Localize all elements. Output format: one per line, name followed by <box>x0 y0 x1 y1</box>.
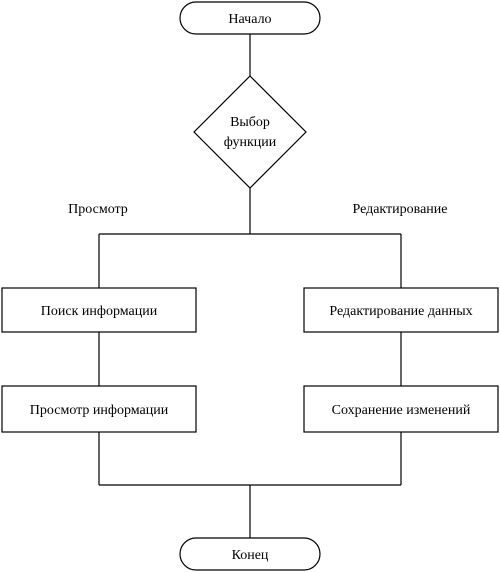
decision-label-line2: функции <box>224 135 277 150</box>
process-left-step1-label: Поиск информации <box>41 304 158 319</box>
start-terminator: Начало <box>179 1 321 35</box>
process-left-step2-label: Просмотр информации <box>30 403 169 418</box>
branch-label-left: Просмотр <box>68 202 128 217</box>
process-right-step2-label: Сохранение изменений <box>332 403 471 418</box>
process-right-step1-box <box>303 287 499 333</box>
decision-node: Выбор функции <box>193 75 307 189</box>
end-shape <box>179 537 321 571</box>
branch-label-right: Редактирование <box>352 202 447 217</box>
connectors <box>98 34 402 538</box>
process-left-step2: Просмотр информации <box>1 385 197 433</box>
process-left-step1: Поиск информации <box>1 287 197 333</box>
process-right-step1-label: Редактирование данных <box>329 304 472 319</box>
process-left-step1-box <box>1 287 197 333</box>
end-terminator: Конец <box>179 537 321 571</box>
end-label: Конец <box>232 548 269 563</box>
process-left-step2-box <box>1 385 197 433</box>
start-label: Начало <box>228 12 271 27</box>
process-right-step2: Сохранение изменений <box>303 385 499 433</box>
start-shape <box>179 1 321 35</box>
decision-shape <box>193 75 307 189</box>
process-right-step1: Редактирование данных <box>303 287 499 333</box>
process-right-step2-box <box>303 385 499 433</box>
decision-label-line1: Выбор <box>230 115 270 130</box>
